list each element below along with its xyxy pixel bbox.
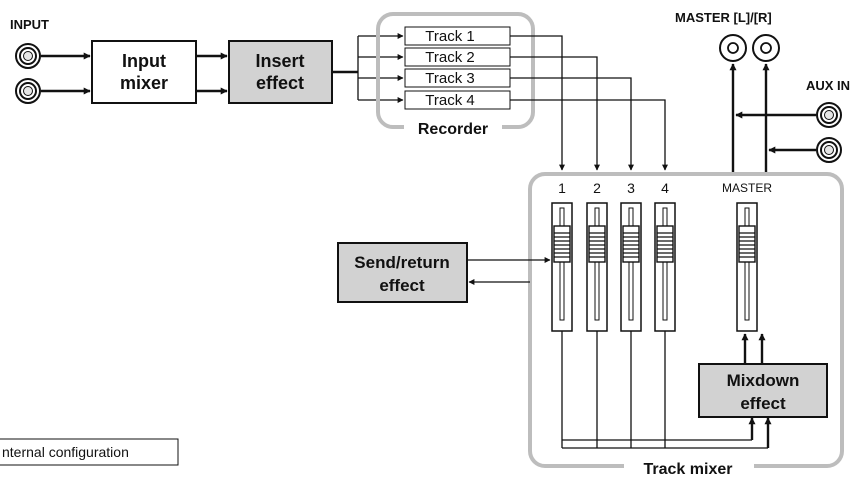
fader-1-number: 1 bbox=[558, 180, 566, 196]
track1-to-fader1 bbox=[510, 35, 565, 171]
track2-to-fader2 bbox=[510, 56, 600, 171]
fader-2-number: 2 bbox=[593, 180, 601, 196]
insert-effect-label-2: effect bbox=[256, 73, 304, 93]
fader-2 bbox=[586, 202, 608, 332]
insert-effect-label-1: Insert bbox=[255, 51, 304, 71]
input-jack-1 bbox=[15, 43, 41, 69]
input-mixer-label-2: mixer bbox=[120, 73, 168, 93]
track-3-label: Track 3 bbox=[425, 70, 474, 87]
insert-effect-box bbox=[228, 40, 333, 104]
track3-to-fader3 bbox=[510, 77, 634, 171]
input-jack-2 bbox=[15, 78, 41, 104]
fader-4-number: 4 bbox=[661, 180, 669, 196]
input-label: INPUT bbox=[10, 17, 49, 32]
caption-box bbox=[0, 438, 179, 466]
send-return-effect-box bbox=[337, 242, 468, 303]
recorder-label-bg bbox=[404, 116, 502, 138]
caption-text: nternal configuration bbox=[2, 444, 129, 460]
recorder-label: Recorder bbox=[418, 121, 488, 138]
mixdown-label-1: Mixdown bbox=[727, 371, 800, 390]
fader-3 bbox=[620, 202, 642, 332]
send-return-label-1: Send/return bbox=[354, 253, 449, 272]
master-fader bbox=[736, 202, 758, 332]
mixdown-label-2: effect bbox=[740, 394, 786, 413]
master-output-jack-left bbox=[719, 34, 747, 62]
aux-in-jack-2 bbox=[816, 137, 842, 163]
track-4-label: Track 4 bbox=[425, 92, 474, 109]
fader-1 bbox=[551, 202, 573, 332]
aux-in-jack-1 bbox=[816, 102, 842, 128]
track-mixer-frame bbox=[528, 172, 844, 468]
track-mixer-label-bg bbox=[624, 456, 754, 478]
master-output-label: MASTER [L]/[R] bbox=[675, 10, 772, 25]
fader-4 bbox=[654, 202, 676, 332]
send-return-label-2: effect bbox=[379, 276, 425, 295]
input-mixer-box bbox=[91, 40, 197, 104]
input-mixer-label-1: Input bbox=[122, 51, 166, 71]
aux-in-label: AUX IN bbox=[806, 78, 850, 93]
fader-3-number: 3 bbox=[627, 180, 635, 196]
track-1-label: Track 1 bbox=[425, 28, 474, 45]
track-2-label: Track 2 bbox=[425, 49, 474, 66]
track4-to-fader4 bbox=[510, 99, 668, 171]
track-mixer-label: Track mixer bbox=[644, 461, 733, 478]
master-output-jack-right bbox=[752, 34, 780, 62]
master-fader-label: MASTER bbox=[722, 181, 772, 195]
